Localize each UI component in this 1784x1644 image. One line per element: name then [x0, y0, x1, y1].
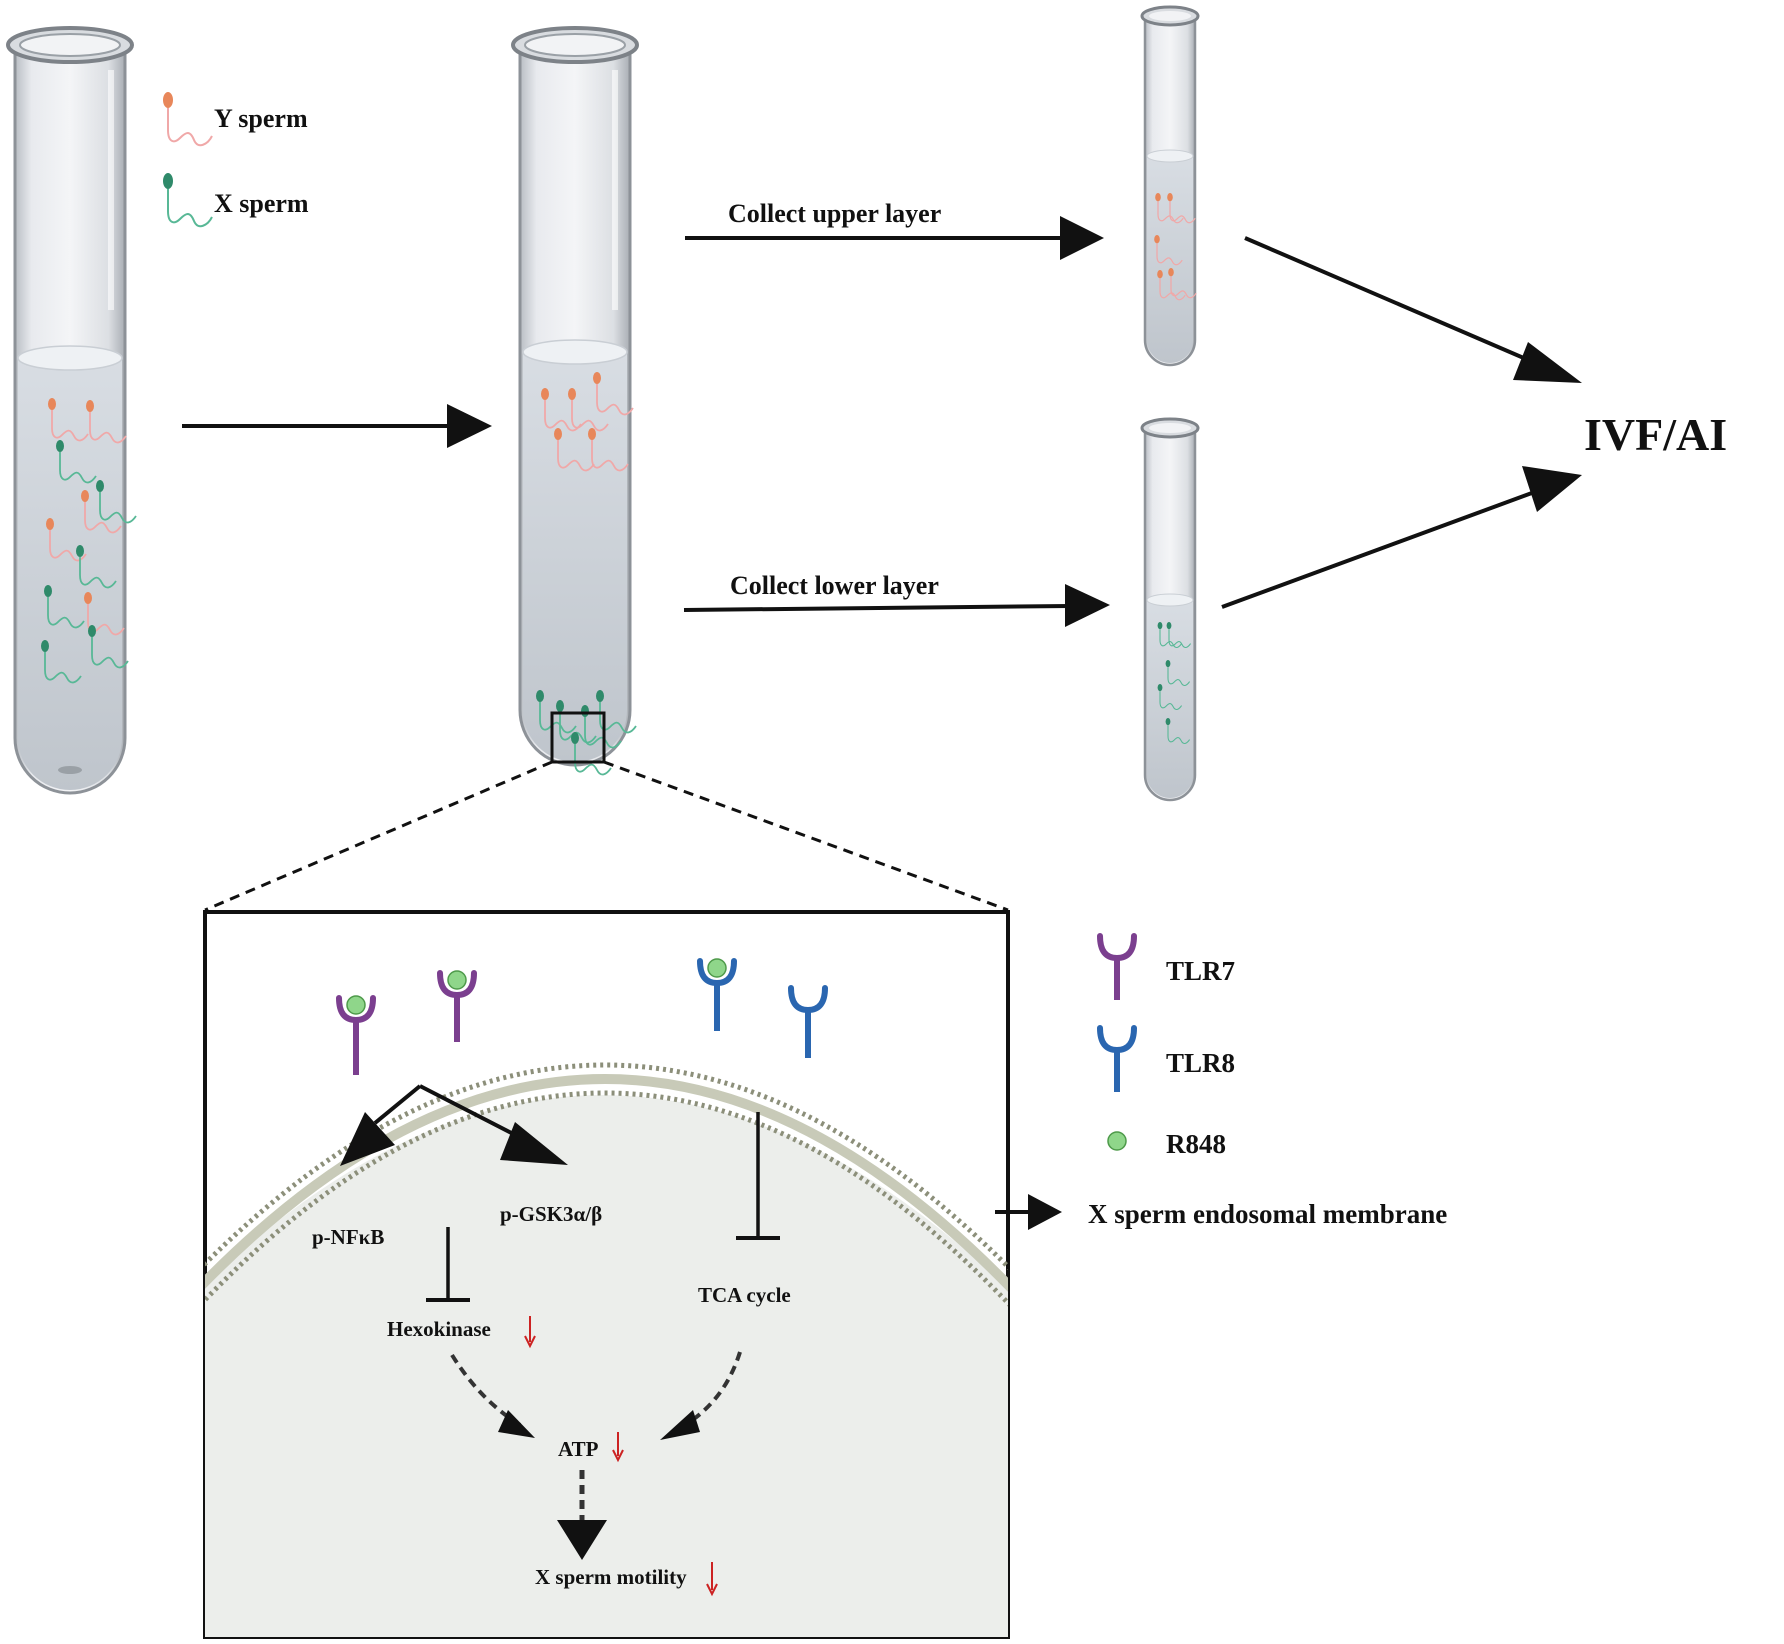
zoom-panel	[203, 910, 1010, 1639]
collect-upper-label: Collect upper layer	[728, 199, 941, 228]
x-sperm-cell	[88, 625, 129, 669]
x-sperm-cell	[536, 690, 577, 734]
y-sperm-cell	[46, 518, 87, 562]
tube-upper-layer	[1140, 5, 1200, 367]
y-sperm-cell	[568, 388, 609, 432]
x-sperm-cell	[1166, 622, 1192, 649]
legend-x-sperm-icon	[163, 173, 213, 228]
tlr8-legend-label: TLR8	[1166, 1048, 1235, 1078]
arrow-upper-to-ivf	[1244, 236, 1582, 383]
tube-mixed-sperm	[6, 26, 134, 795]
y-sperm-cell	[588, 428, 629, 472]
tca-cycle-label: TCA cycle	[698, 1283, 791, 1307]
legend-y-sperm-label: Y sperm	[214, 104, 308, 133]
y-sperm-cell	[48, 398, 89, 442]
membrane-label: X sperm endosomal membrane	[1088, 1199, 1447, 1229]
r848-legend-icon	[1107, 1131, 1127, 1151]
y-sperm-cell	[1168, 268, 1197, 299]
legend-x-sperm-label: X sperm	[214, 189, 309, 218]
y-sperm-cell	[593, 372, 634, 416]
y-sperm-cell	[81, 490, 122, 534]
arrow-to-p-nfkb	[340, 1084, 422, 1166]
ivf-ai-label: IVF/AI	[1584, 409, 1727, 460]
x-sperm-cell	[44, 585, 85, 629]
tlr8-receptor-unbound	[788, 985, 828, 1058]
tube1-sperm-group	[41, 398, 137, 684]
x-sperm-cell	[1157, 684, 1183, 711]
tlr7-receptor-bound-1	[336, 995, 376, 1075]
x-sperm-cell	[76, 545, 117, 589]
zoom-line-left	[204, 760, 553, 912]
tube-lower-layer	[1140, 417, 1200, 802]
tube-upper-sperm-group	[1154, 193, 1197, 301]
x-sperm-cell	[596, 690, 637, 734]
zoom-line-right	[603, 760, 1009, 912]
arrow-membrane-pointer	[995, 1194, 1062, 1230]
inhibit-tca	[736, 1112, 780, 1240]
motility-down-arrow	[706, 1562, 718, 1597]
motility-label: X sperm motility	[535, 1565, 687, 1589]
y-sperm-cell	[554, 428, 595, 472]
zoom-region-box	[550, 711, 606, 764]
x-sperm-cell	[96, 480, 137, 524]
collect-lower-label: Collect lower layer	[730, 571, 939, 600]
y-sperm-cell	[1167, 193, 1196, 224]
x-sperm-cell	[56, 440, 97, 484]
p-nfkb-label: p-NFκB	[312, 1225, 384, 1249]
x-sperm-cell	[41, 640, 82, 684]
arrow-collect-upper	[685, 216, 1104, 260]
tlr8-receptor-bound	[697, 958, 737, 1031]
p-gsk-label: p-GSK3α/β	[500, 1202, 602, 1226]
x-sperm-cell	[1165, 660, 1191, 687]
tlr7-legend-label: TLR7	[1166, 956, 1235, 986]
tube-separated-sperm	[511, 26, 639, 767]
x-sperm-cell	[571, 732, 612, 776]
atp-label: ATP	[558, 1437, 599, 1461]
y-sperm-cell	[1155, 193, 1184, 224]
dashed-arrow-tca-to-atp	[660, 1351, 742, 1440]
arrow-to-tube2	[182, 404, 492, 448]
arrow-collect-lower	[683, 584, 1110, 627]
arrow-to-p-gsk	[419, 1084, 568, 1165]
inhibit-hexokinase	[426, 1227, 470, 1302]
legend-y-sperm-icon	[163, 92, 213, 147]
y-sperm-cell	[1154, 235, 1183, 266]
y-sperm-cell	[541, 388, 582, 432]
hexokinase-label: Hexokinase	[387, 1317, 491, 1341]
r848-legend-label: R848	[1166, 1129, 1226, 1159]
tlr7-legend-icon	[1097, 933, 1137, 1000]
hexokinase-down-arrow	[524, 1316, 536, 1349]
arrow-lower-to-ivf	[1221, 466, 1582, 609]
tlr7-receptor-bound-2	[437, 970, 477, 1042]
tube-lower-sperm-group	[1157, 622, 1192, 745]
y-sperm-cell	[86, 400, 127, 444]
dashed-arrow-hexokinase-to-atp	[450, 1353, 535, 1438]
dashed-arrow-atp-to-motility	[557, 1470, 607, 1560]
atp-down-arrow	[612, 1432, 624, 1463]
tlr8-legend-icon	[1097, 1025, 1137, 1092]
x-sperm-cell	[1165, 718, 1191, 745]
